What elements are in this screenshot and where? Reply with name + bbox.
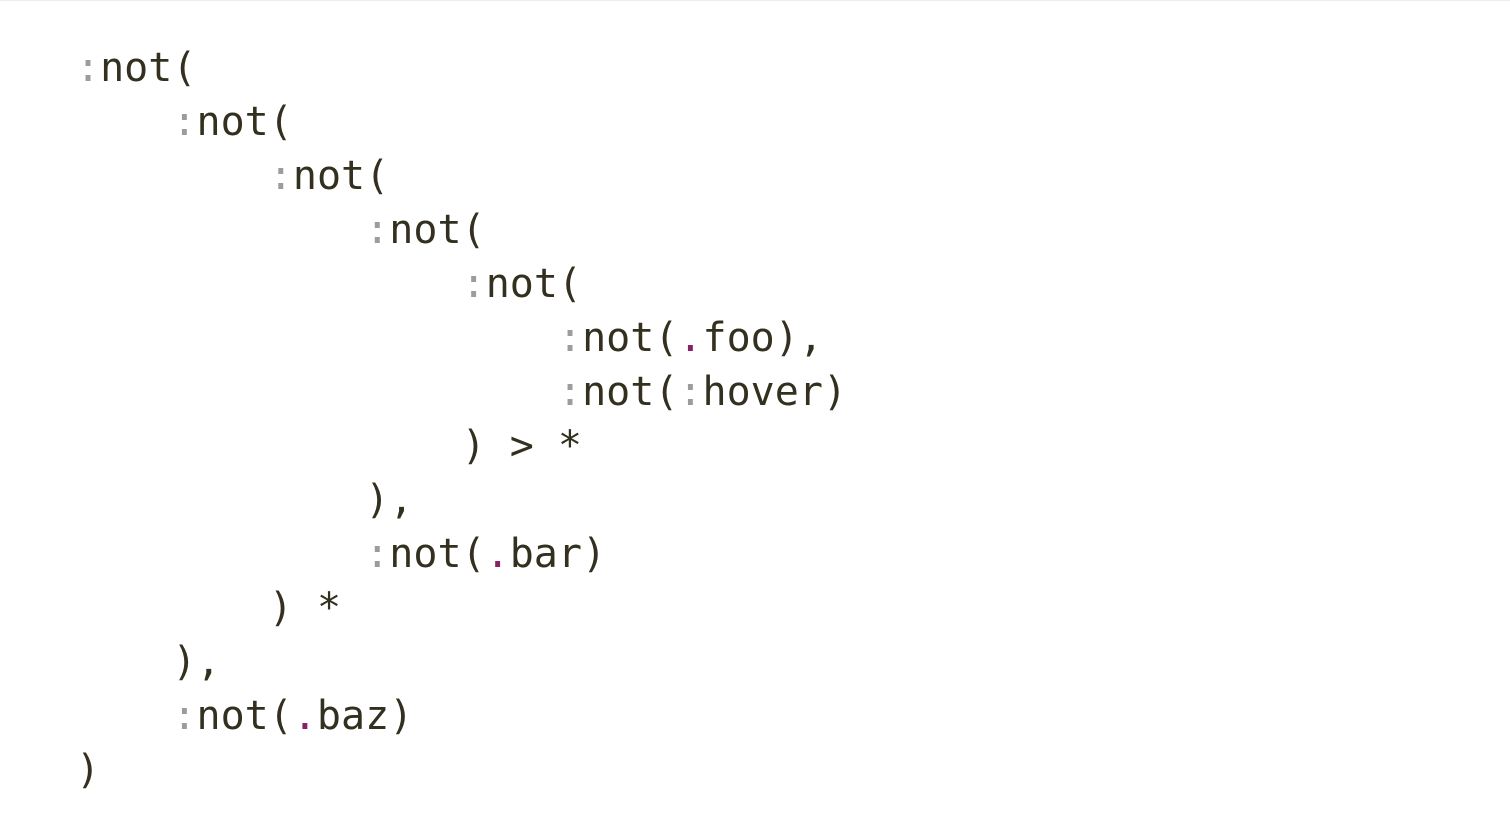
code-token-text: not( [292, 153, 390, 199]
code-token-colon: : [76, 45, 101, 91]
code-line: ) * [269, 581, 341, 635]
code-line: ) [76, 743, 100, 797]
code-token-colon: : [172, 99, 197, 145]
code-line: :not( [462, 257, 582, 311]
code-line: :not(.baz) [172, 689, 413, 743]
code-token-colon: : [461, 261, 486, 307]
code-token-text: foo), [702, 315, 823, 361]
code-line: :not(:hover) [558, 365, 847, 419]
code-token-text: not( [196, 693, 293, 739]
code-token-text: bar) [509, 531, 607, 577]
code-line: :not(.bar) [365, 527, 606, 581]
code-token-text: ), [172, 639, 221, 685]
code-line: ), [365, 473, 413, 527]
code-token-text: not( [196, 99, 293, 145]
code-token-colon: : [172, 693, 197, 739]
code-line: :not( [76, 41, 196, 95]
code-token-text: ), [365, 477, 414, 523]
code-line: ) > * [462, 419, 582, 473]
code-line: :not( [172, 95, 292, 149]
code-line: :not(.foo), [558, 311, 823, 365]
code-token-text: hover) [702, 369, 848, 415]
code-token-colon: : [678, 369, 703, 415]
code-line: ), [172, 635, 220, 689]
code-token-dot: . [485, 531, 510, 577]
code-line: :not( [269, 149, 389, 203]
code-token-text: ) > * [461, 423, 583, 469]
code-token-text: ) [76, 747, 101, 793]
code-line: :not( [365, 203, 485, 257]
code-token-colon: : [558, 369, 583, 415]
code-token-text: not( [485, 261, 583, 307]
code-token-dot: . [292, 693, 317, 739]
code-token-colon: : [365, 207, 390, 253]
code-token-text: not( [582, 315, 679, 361]
code-token-text: not( [582, 369, 679, 415]
code-token-colon: : [365, 531, 390, 577]
code-token-text: not( [100, 45, 197, 91]
code-token-colon: : [268, 153, 293, 199]
code-token-text: not( [389, 207, 486, 253]
code-token-text: not( [389, 531, 486, 577]
code-token-text: baz) [316, 693, 414, 739]
code-token-text: ) * [268, 585, 342, 631]
code-token-dot: . [678, 315, 703, 361]
code-token-colon: : [558, 315, 583, 361]
